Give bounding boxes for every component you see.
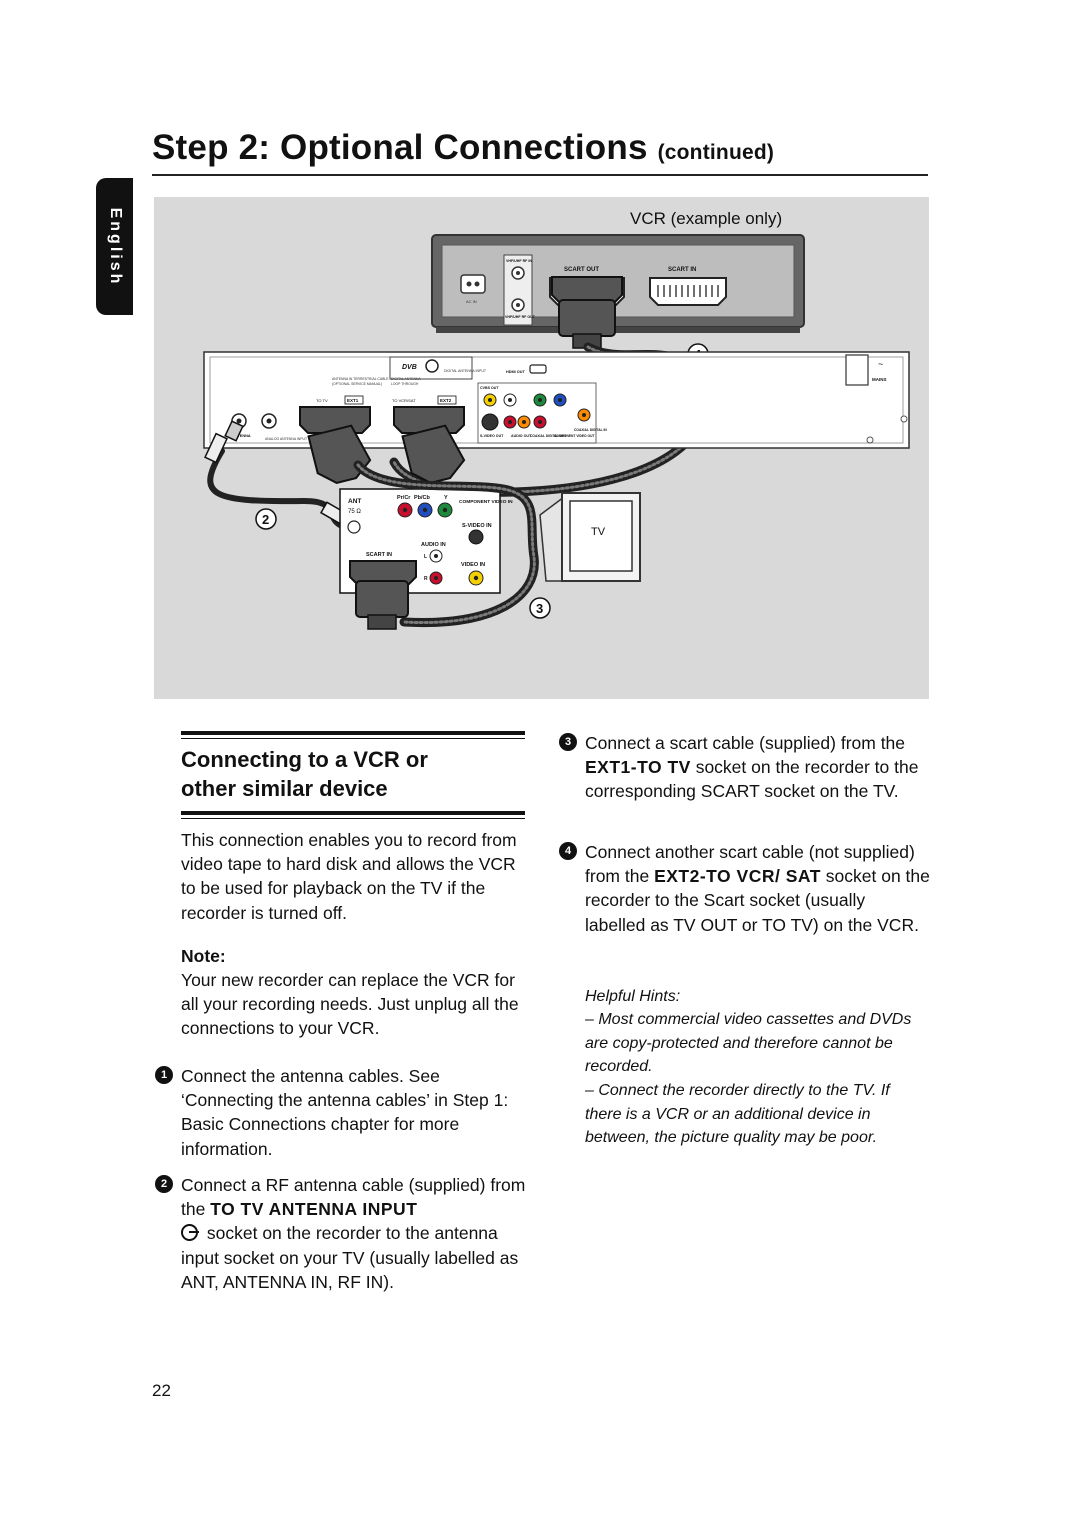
note-label: Note: <box>181 946 226 966</box>
component-video-out-label: COMPONENT VIDEO OUT <box>554 434 594 438</box>
vcr-scart-out-label: SCART OUT <box>564 267 599 273</box>
to-vcr-sat-label: TO VCR/SAT <box>392 398 416 403</box>
tv-scart-in-label: SCART IN <box>366 552 392 558</box>
step-3-text-after: socket on the recorder to the correspond… <box>585 757 919 802</box>
page-title-suffix: (continued) <box>657 141 775 164</box>
tv-l-label: L <box>424 554 427 560</box>
ext1-label: EXT1 <box>347 398 359 403</box>
tv-back-panel: ANT 75 Ω Pr/Cr Pb/Cb Y COMPONENT VIDEO I… <box>339 488 513 630</box>
ext2-label: EXT2 <box>440 398 452 403</box>
tv-pb-cb-label: Pb/Cb <box>414 495 431 501</box>
antenna-in-sub: (OPTIONAL SERVICE MANUAL) <box>332 382 382 386</box>
section-heading-block: Connecting to a VCR or other similar dev… <box>181 731 525 821</box>
step-4-number: 4 <box>559 842 577 860</box>
note-text: Your new recorder can replace the VCR fo… <box>181 970 519 1039</box>
to-tv-label: TO TV <box>316 398 328 403</box>
page-title-main: Step 2: Optional Connections <box>152 128 648 167</box>
language-tab-label: English <box>106 207 124 286</box>
analog-antenna-input-label: ANALOG ANTENNA INPUT <box>265 437 307 441</box>
hint-item-2: – Connect the recorder directly to the T… <box>585 1082 890 1146</box>
step-2-text: Connect a RF antenna cable (supplied) fr… <box>181 1173 526 1294</box>
vcr-scart-in-label: SCART IN <box>668 267 696 273</box>
tv-component-video-in-label: COMPONENT VIDEO IN <box>459 499 513 505</box>
tv-video-in-label: VIDEO IN <box>461 562 485 568</box>
s-video-out-label: S-VIDEO OUT <box>480 434 504 438</box>
title-rule <box>152 174 928 176</box>
heading-rule-bottom <box>181 811 525 819</box>
digital-antenna-label: DIGITAL ANTENNA <box>391 377 422 381</box>
callout-3: 3 <box>529 597 551 619</box>
tv-ant-label: ANT <box>348 498 361 505</box>
tv-pr-cr-label: Pr/Cr <box>397 495 411 501</box>
tv-y-label: Y <box>444 495 448 501</box>
vcr-rf-in-label: VHF/UHF RF IN <box>506 259 532 263</box>
step-3-text-before: Connect a scart cable (supplied) from th… <box>585 733 906 753</box>
svg-text:2: 2 <box>262 512 269 527</box>
mains-label: MAINS <box>872 377 887 382</box>
vcr-rf-out-label: VHF/UHF RF OUT <box>505 315 536 319</box>
hint-item-1: – Most commercial video cassettes and DV… <box>585 1011 912 1075</box>
recorder-back-panel: DVB DIGITAL ANTENNA INPUT ANTENNA IN TER… <box>203 351 910 484</box>
page-number: 22 <box>152 1381 171 1400</box>
tv-ant-ohm-label: 75 Ω <box>348 509 361 515</box>
section-heading-line1: Connecting to a VCR or <box>181 747 428 772</box>
step-2-number: 2 <box>155 1175 173 1193</box>
connection-diagram: VCR (example only) AC IN VHF/UHF RF IN V… <box>154 197 929 699</box>
intro-paragraph: This connection enables you to record fr… <box>181 830 517 923</box>
audio-out-label: AUDIO OUT <box>511 434 532 438</box>
step-2-text-after: socket on the recorder to the antenna in… <box>181 1223 519 1292</box>
callout-2: 2 <box>255 508 277 530</box>
heading-rule-top <box>181 731 525 739</box>
antenna-label: ANTENNA <box>232 434 251 438</box>
section-heading: Connecting to a VCR or other similar dev… <box>181 745 525 803</box>
tv-set: TV <box>539 492 641 582</box>
section-heading-line2: other similar device <box>181 776 388 801</box>
digital-antenna-input-socket <box>425 359 439 373</box>
helpful-hints-title: Helpful Hints: <box>585 988 681 1005</box>
step-3-term: EXT1-TO TV <box>585 757 691 778</box>
coaxial-digital-in-label: COAXIAL DIGITAL IN <box>574 428 607 432</box>
step-4-term: EXT2-TO VCR/ SAT <box>654 866 821 887</box>
vcr-label: VCR (example only) <box>630 209 782 228</box>
digital-antenna-input-label: DIGITAL ANTENNA INPUT <box>444 369 487 373</box>
svg-text:DVB: DVB <box>402 364 417 371</box>
step-2-term: TO TV ANTENNA INPUT <box>210 1199 418 1220</box>
tv-audio-in-label: AUDIO IN <box>421 542 446 548</box>
page-title: Step 2: Optional Connections (continued) <box>152 128 774 168</box>
step-2-text-before: Connect a RF antenna cable (supplied) fr… <box>181 1175 526 1220</box>
step-4-text-before: Connect another scart cable (not supplie… <box>585 842 915 887</box>
step-3-number: 3 <box>559 733 577 751</box>
digital-antenna-sub: LOOP THROUGH <box>391 382 419 386</box>
ac-in-label: AC IN <box>466 299 477 304</box>
tv-label: TV <box>591 526 606 538</box>
step-4-text: Connect another scart cable (not supplie… <box>585 840 930 937</box>
vcr-unit: AC IN VHF/UHF RF IN VHF/UHF RF OUT SCART… <box>431 234 805 349</box>
step-1-number: 1 <box>155 1066 173 1084</box>
cvbs-out-label: CVBS OUT <box>480 386 499 390</box>
coaxial-digital-out-label: COAXIAL DIGITAL OUT <box>530 434 566 438</box>
hdmi-socket <box>529 364 547 374</box>
step-4-text-after: socket on the recorder to the Scart sock… <box>585 866 930 935</box>
hdmi-out-label: HDMI OUT <box>506 370 525 374</box>
language-tab: English <box>96 178 133 315</box>
svg-text:~: ~ <box>878 359 883 369</box>
step-3-text: Connect a scart cable (supplied) from th… <box>585 731 930 804</box>
tv-s-video-in-label: S-VIDEO IN <box>462 523 492 529</box>
svg-text:3: 3 <box>536 601 543 616</box>
antenna-icon <box>181 1224 199 1242</box>
tv-r-label: R <box>424 576 428 582</box>
ac-in-socket: AC IN <box>460 274 486 304</box>
step-1-text: Connect the antenna cables. See ‘Connect… <box>181 1066 509 1159</box>
antenna-in-label: ANTENNA IN TERRESTRIAL CABLE <box>332 377 389 381</box>
